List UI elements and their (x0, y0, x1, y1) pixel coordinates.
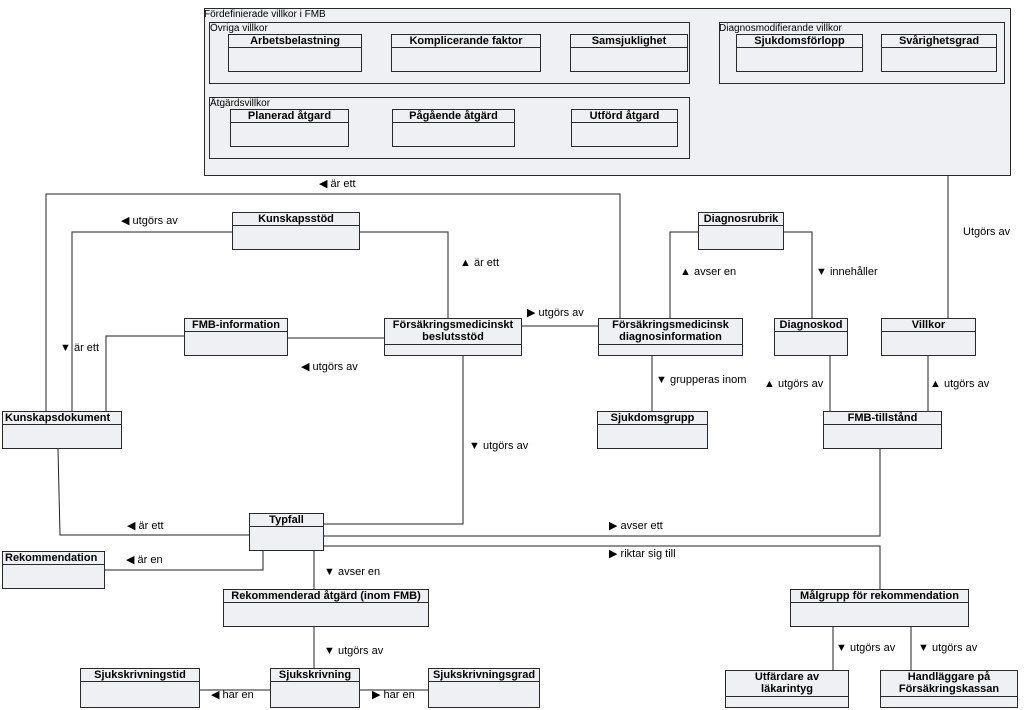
arrow-down-icon: ▼ (836, 642, 847, 654)
package-title-atgard: Åtgärdsvillkor (210, 98, 271, 109)
arrow-left-icon: ◀ (211, 689, 220, 701)
assoc-label-utgors-av-fmb: ◀ utgörs av (301, 361, 358, 373)
line-tf-rk (105, 551, 264, 571)
class-typfall: Typfall (249, 513, 324, 551)
line-kd-ar-ett (45, 193, 621, 411)
package-title-outer: Fördefinierade villkor i FMB (204, 9, 326, 20)
assoc-label-har-en-1: ◀ har en (211, 689, 254, 701)
assoc-label-utgors-av-ks: ◀ utgörs av (121, 215, 178, 227)
assoc-label-ar-ett-top: ◀ är ett (319, 178, 356, 190)
assoc-label-grupperas-inom: ▼ grupperas inom (656, 374, 747, 386)
class-utford-atgard: Utförd åtgard (571, 109, 678, 147)
arrow-up-icon: ▲ (764, 378, 775, 390)
arrow-left-icon: ◀ (126, 554, 135, 566)
class-diagnoskod: Diagnoskod (774, 318, 848, 356)
arrow-left-icon: ◀ (121, 215, 130, 227)
class-sjukskrivningsgrad: Sjukskrivningsgrad (428, 668, 540, 708)
class-fmb-information: FMB-information (184, 318, 288, 356)
arrow-down-icon: ▼ (60, 342, 71, 354)
class-svarighetsgrad: Svårighetsgrad (881, 34, 997, 72)
class-rekommenderad-atgard: Rekommenderad åtgärd (inom FMB) (223, 589, 429, 627)
arrow-down-icon: ▼ (324, 566, 335, 578)
class-pagaende-atgard: Pågående åtgärd (392, 109, 515, 147)
assoc-label-utgors-av-sk: ▼ utgörs av (324, 645, 384, 657)
package-title-diagnosmod: Diagnosmodifierande villkor (719, 23, 842, 34)
class-kunskapsstod: Kunskapsstöd (232, 212, 360, 250)
line-tf-mg (324, 545, 881, 589)
assoc-label-avser-en-ra: ▼ avser en (324, 566, 381, 578)
class-sjukdomsgrupp: Sjukdomsgrupp (597, 411, 708, 449)
line-ks-kd (71, 231, 232, 411)
arrow-down-icon: ▼ (656, 374, 667, 386)
class-komplicerande-faktor: Komplicerande faktor (391, 34, 541, 72)
arrow-down-icon: ▼ (918, 642, 929, 654)
line-tf-ft (324, 449, 881, 537)
assoc-label-ar-ett-typ: ◀ är ett (127, 520, 164, 532)
line-ks-bs (360, 231, 449, 318)
class-arbetsbelastning: Arbetsbelastning (228, 34, 362, 72)
arrow-right-icon: ▶ (527, 307, 536, 319)
line-fmb-kd (105, 335, 184, 411)
arrow-left-icon: ◀ (319, 178, 328, 190)
class-kunskapsdokument: Kunskapsdokument (2, 411, 122, 449)
arrow-right-icon: ▶ (372, 689, 381, 701)
assoc-label-utgors-av-mg1: ▼ utgörs av (836, 642, 896, 654)
line-bs-tf (324, 355, 464, 525)
assoc-label-utgors-av-mg2: ▼ utgörs av (918, 642, 978, 654)
assoc-label-riktar-sig-till: ▶ riktar sig till (609, 548, 676, 560)
assoc-label-avser-en: ▲ avser en (680, 266, 737, 278)
line-dr-dk (784, 231, 813, 318)
assoc-label-ar-ett-bs: ▲ är ett (460, 257, 500, 269)
class-villkor: Villkor (881, 318, 976, 356)
arrow-left-icon: ◀ (301, 361, 310, 373)
arrow-left-icon: ◀ (127, 520, 136, 532)
assoc-label-utgors-av-dk: ▲ utgörs av (764, 378, 824, 390)
line-kd-tf (57, 448, 249, 536)
class-malgrupp-for-rekommendation: Målgrupp för rekommendation (790, 589, 969, 627)
arrow-down-icon: ▼ (469, 440, 480, 452)
arrow-right-icon: ▶ (609, 520, 618, 532)
package-title-ovriga: Övriga villkor (210, 23, 268, 34)
arrow-down-icon: ▼ (816, 266, 827, 278)
arrow-right-icon: ▶ (609, 548, 618, 560)
assoc-label-innehaller: ▼ innehåller (816, 266, 878, 278)
class-handlaggare-pa-forsakringskassan: Handläggare på Försäkringskassan (880, 670, 1018, 708)
assoc-label-utgors-av-bs-di: ▶ utgörs av (527, 307, 584, 319)
arrow-up-icon: ▲ (460, 257, 471, 269)
arrow-up-icon: ▲ (930, 378, 941, 390)
class-samsjuklighet: Samsjuklighet (570, 34, 688, 72)
arrow-up-icon: ▲ (680, 266, 691, 278)
line-di-dr (669, 231, 698, 318)
assoc-label-ar-en: ◀ är en (126, 554, 163, 566)
assoc-label-utgors-av-typ: ▼ utgörs av (469, 440, 529, 452)
class-sjukdomsforlopp: Sjukdomsförlopp (736, 34, 863, 72)
assoc-label-utgors-av-villkor: Utgörs av (963, 226, 1011, 238)
class-diagnosrubrik: Diagnosrubrik (698, 212, 784, 250)
assoc-label-avser-ett: ▶ avser ett (609, 520, 663, 532)
class-forsakringsmedicinsk-diagnosinformation: Försäkringsmedicinsk diagnosinformation (598, 318, 743, 356)
assoc-label-har-en-2: ▶ har en (372, 689, 415, 701)
class-fmb-tillstand: FMB-tillstånd (823, 411, 942, 449)
class-planerad-atgard: Planerad åtgard (230, 109, 349, 147)
arrow-down-icon: ▼ (324, 645, 335, 657)
class-sjukskrivning: Sjukskrivning (270, 668, 360, 708)
assoc-label-utgors-av-ft: ▲ utgörs av (930, 378, 990, 390)
class-rekommendation: Rekommendation (2, 551, 105, 589)
assoc-label-ar-ett-left: ▼ är ett (60, 342, 100, 354)
class-forsakringsmedicinskt-beslutsstod: Försäkringsmedicinskt beslutsstöd (384, 318, 522, 356)
class-utfardare-av-lakarintyg: Utfärdare av läkarintyg (725, 670, 849, 708)
class-sjukskrivningstid: Sjukskrivningstid (80, 668, 200, 708)
